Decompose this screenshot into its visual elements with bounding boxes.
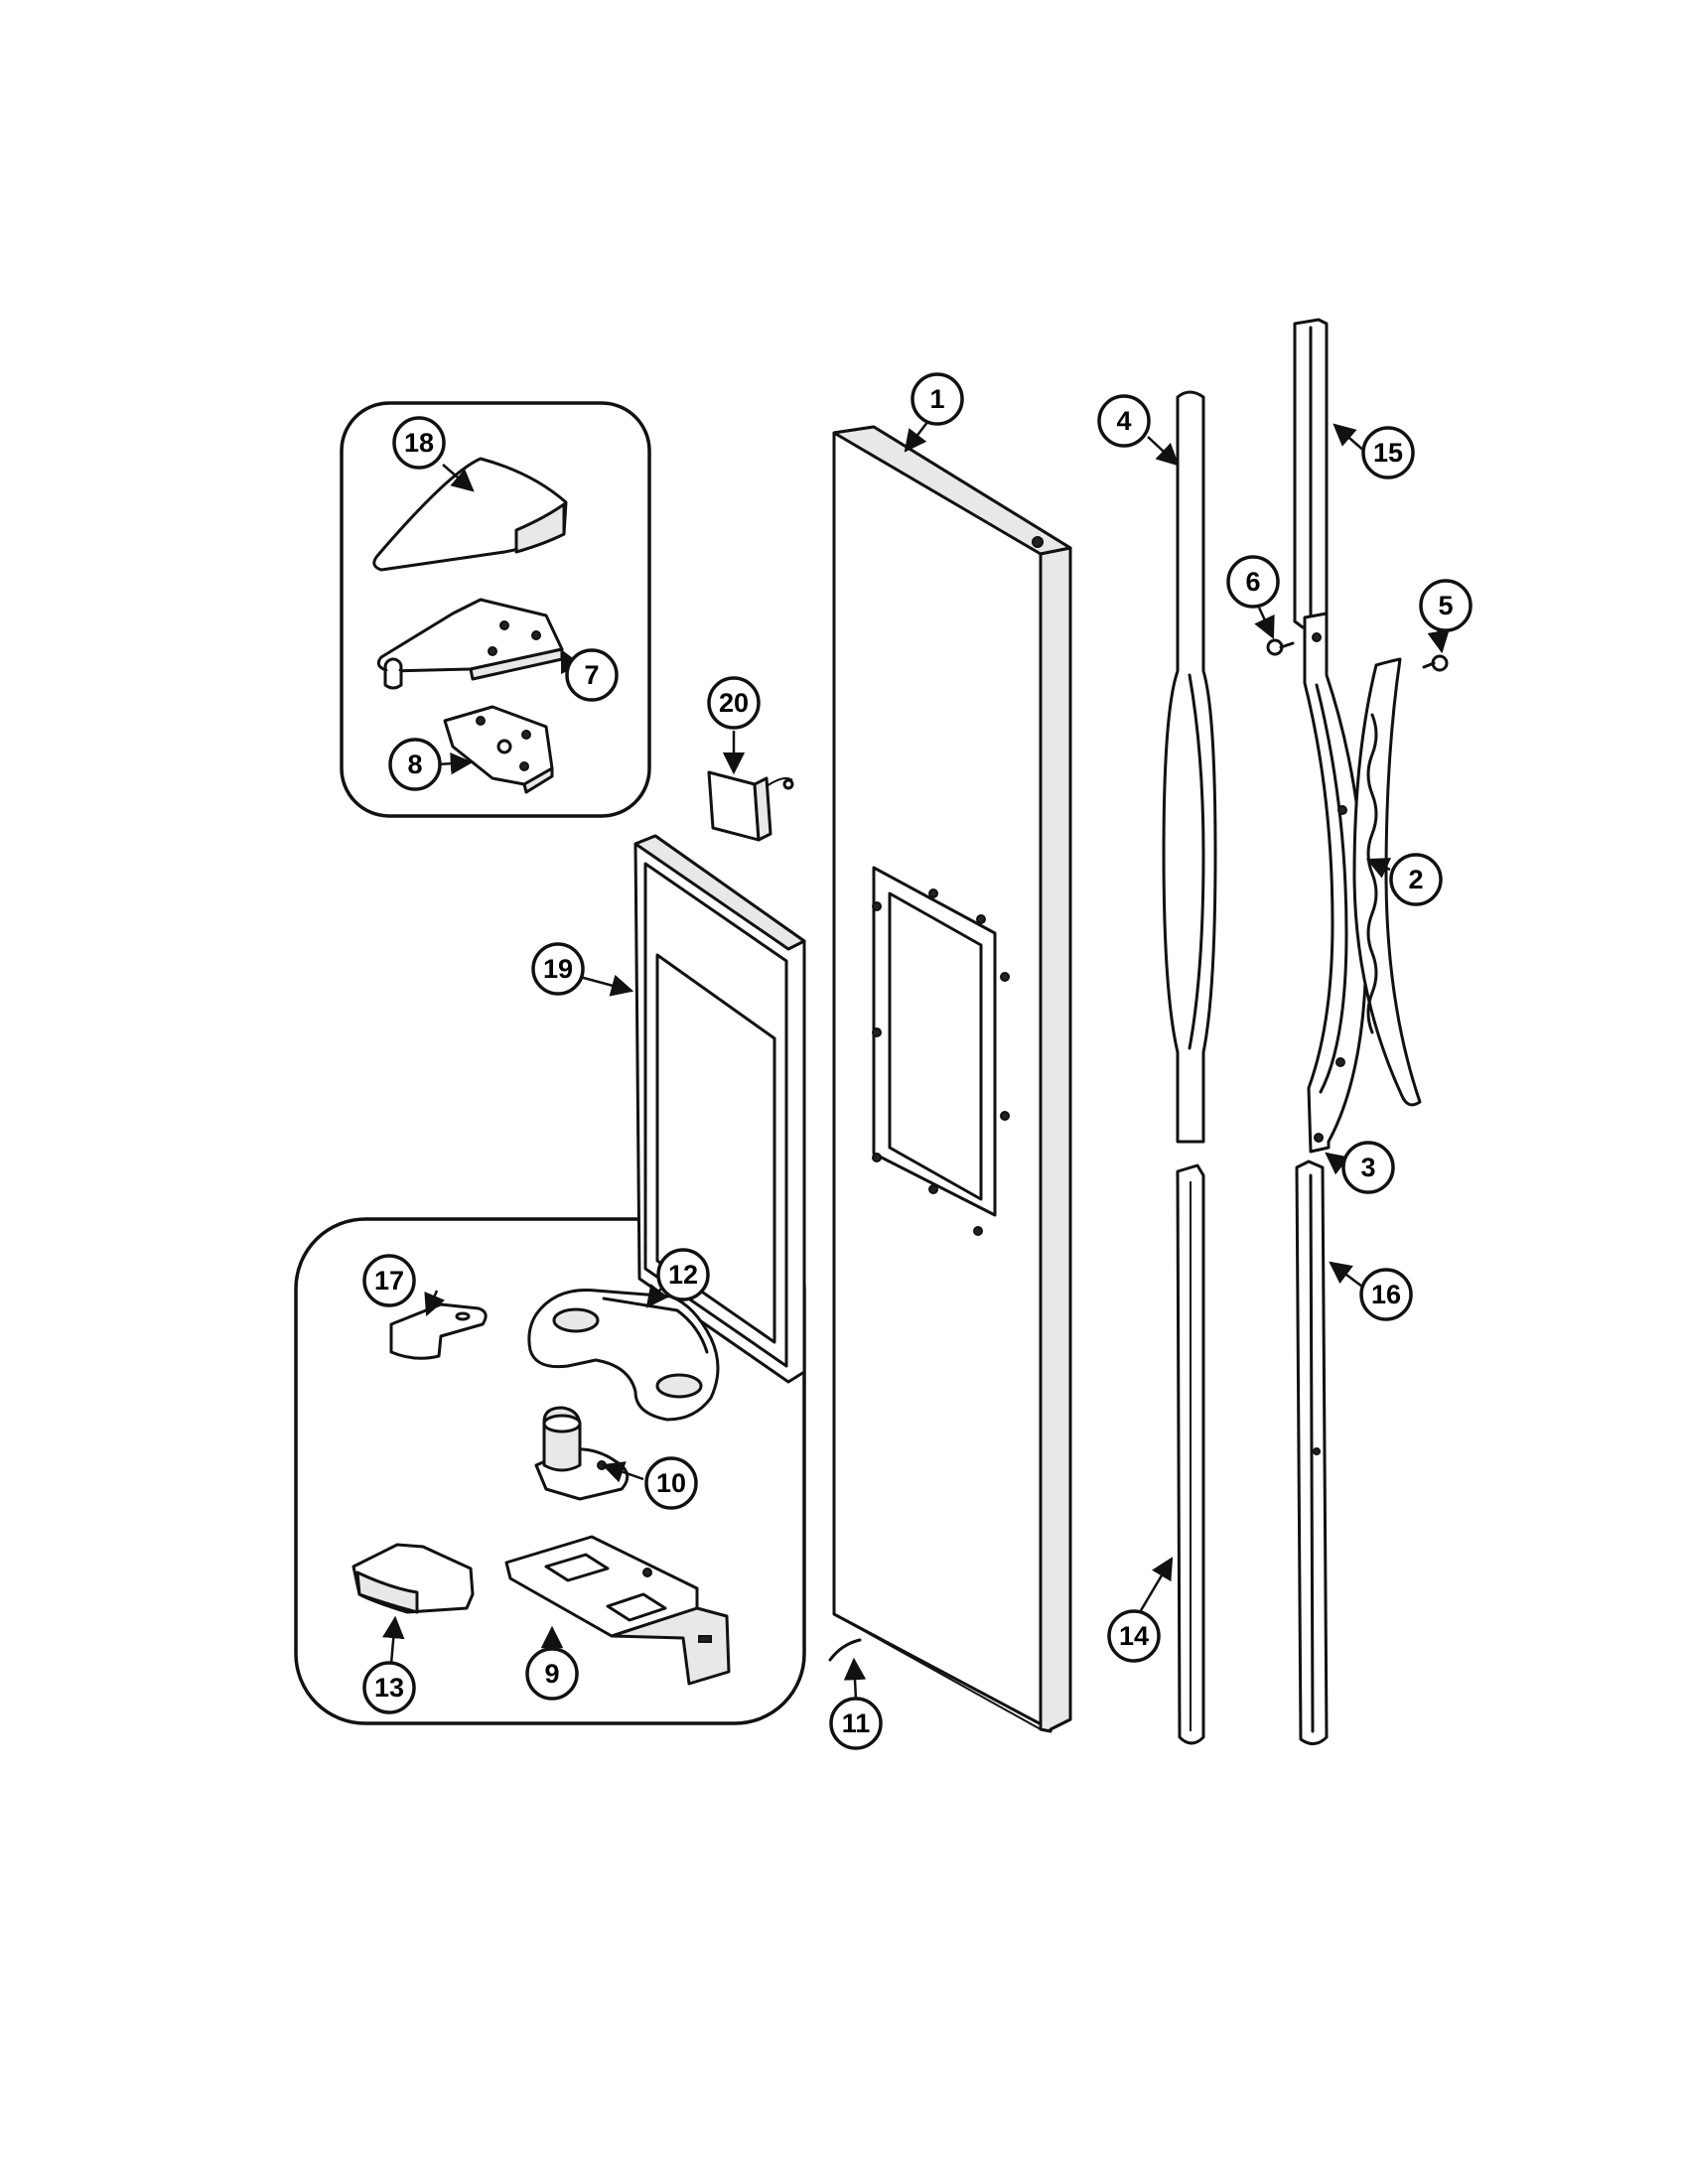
callout-20-label: 20 [719,688,749,718]
callout-9-label: 9 [544,1659,559,1689]
callout-12: 12 [656,1248,710,1301]
hinge-cover-part [372,457,568,572]
upper-hinge-group-box [340,401,651,818]
callout-6-label: 6 [1245,567,1260,597]
lower-hinge-cover-part [351,1543,475,1614]
hinge-pin-part [534,1406,630,1501]
callout-3: 3 [1341,1141,1395,1194]
callout-5: 5 [1419,579,1473,632]
callout-8: 8 [388,738,442,791]
callout-19: 19 [531,942,585,996]
callout-10-label: 10 [656,1468,686,1498]
hinge-shim-part [443,705,554,794]
callout-14: 14 [1107,1609,1161,1663]
callout-9: 9 [525,1647,579,1701]
dispenser-frame-part [633,834,806,1384]
handle-upper-trim-part [1162,390,1217,1144]
clip-part-11 [828,1638,862,1662]
callout-20: 20 [707,676,761,730]
callout-17: 17 [362,1254,416,1307]
callout-12-label: 12 [668,1260,698,1290]
screw-part-5 [1422,654,1449,672]
hinge-bearing-plate-part [527,1289,720,1422]
callout-17-label: 17 [374,1266,404,1296]
callout-18-label: 18 [404,428,434,458]
lower-hinge-bracket-part [504,1535,731,1686]
callout-3-label: 3 [1360,1153,1375,1182]
callout-4: 4 [1097,394,1151,448]
callout-11: 11 [829,1697,883,1750]
callout-15-label: 15 [1373,438,1403,468]
small-bracket-part [389,1302,488,1360]
callout-13-label: 13 [374,1673,404,1703]
callout-7: 7 [565,648,619,702]
switch-module-part [707,770,794,842]
callout-14-label: 14 [1119,1621,1149,1651]
callout-1: 1 [911,372,964,426]
callout-13: 13 [362,1661,416,1714]
upper-trim-strip-part [1293,318,1329,629]
callout-2: 2 [1389,853,1443,906]
lower-trim-strip-part [1295,1160,1329,1745]
lower-hinge-group-box [294,1217,806,1725]
callout-6: 6 [1226,555,1280,609]
callout-2-label: 2 [1408,865,1423,894]
callout-1-label: 1 [929,384,944,414]
door-panel-part [832,425,1072,1733]
callout-10: 10 [644,1456,698,1510]
upper-hinge-part [376,598,564,690]
screw-part-6 [1266,638,1295,656]
handle-lower-trim-part [1176,1163,1205,1745]
callout-15: 15 [1361,426,1415,479]
callout-7-label: 7 [584,660,599,690]
callout-11-label: 11 [842,1708,871,1738]
callout-8-label: 8 [407,750,422,779]
callout-16-label: 16 [1371,1280,1401,1309]
callout-5-label: 5 [1438,591,1453,620]
callout-19-label: 19 [543,954,573,984]
callout-4-label: 4 [1116,406,1131,436]
callout-18: 18 [392,416,446,470]
callout-16: 16 [1359,1268,1413,1321]
